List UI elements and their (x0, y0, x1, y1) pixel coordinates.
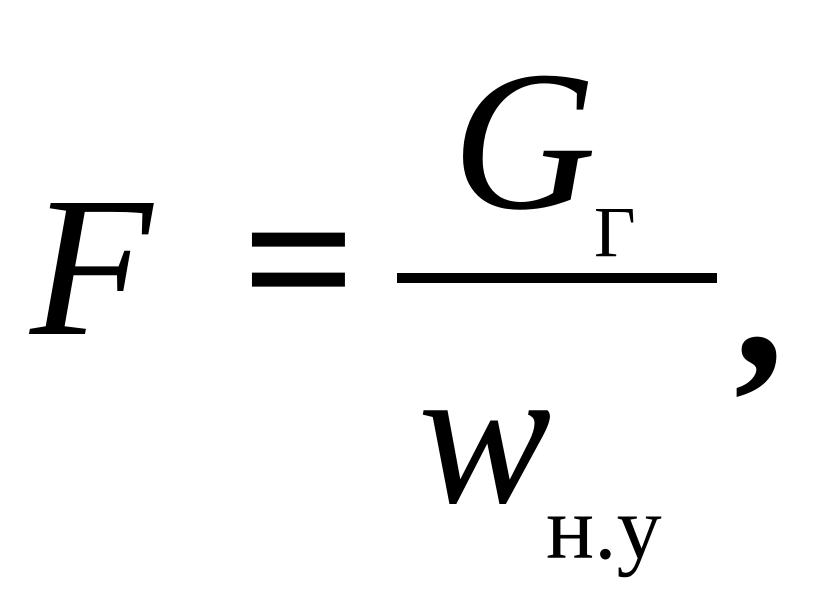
denominator-variable: w (418, 325, 552, 546)
equals-sign: = (242, 149, 356, 370)
numerator-variable: G (452, 31, 597, 252)
numerator-subscript: Г (594, 192, 636, 272)
denominator-subscript: н.у (546, 479, 662, 578)
trailing-comma: , (734, 189, 784, 410)
formula-lhs-variable: F (30, 157, 153, 378)
fraction-bar (397, 273, 717, 283)
